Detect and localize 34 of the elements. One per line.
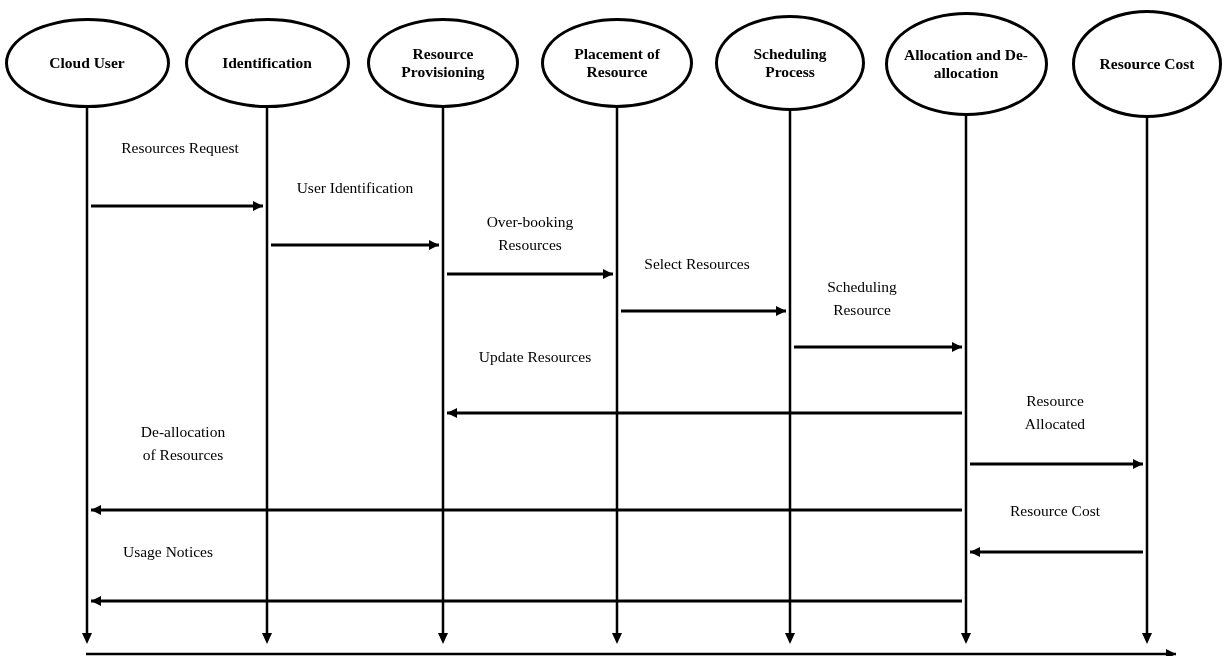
lifeline-arrow <box>82 108 92 644</box>
message-arrow <box>91 505 962 515</box>
edge-label: De-allocation of Resources <box>139 422 227 466</box>
edge-label: Over-booking Resources <box>485 212 575 256</box>
actor-ellipse: Placement of Resource <box>541 18 693 108</box>
message-arrow <box>271 240 439 250</box>
edge-label: Resource Allocated <box>1023 391 1087 435</box>
actor-ellipse: Allocation and De-allocation <box>884 12 1048 116</box>
message-arrow <box>91 201 263 211</box>
lifeline-arrow <box>612 108 622 644</box>
actor-ellipse: Scheduling Process <box>715 15 865 111</box>
lifeline-arrow <box>438 108 448 644</box>
message-arrow <box>621 306 786 316</box>
lifeline-arrow <box>785 111 795 644</box>
message-arrow <box>970 547 1143 557</box>
actor-ellipse: Resource Cost <box>1072 10 1222 118</box>
actor-ellipse: Resource Provisioning <box>367 18 519 108</box>
edge-label: User Identification <box>295 178 415 198</box>
message-arrow <box>970 459 1143 469</box>
actor-ellipse: Cloud User <box>4 18 170 108</box>
edge-label: Resource Cost <box>1009 501 1101 521</box>
edge-label: Update Resources <box>477 347 593 367</box>
edge-label: Usage Notices <box>122 542 214 562</box>
message-arrow <box>447 269 613 279</box>
message-arrow <box>794 342 962 352</box>
message-arrow <box>91 596 962 606</box>
lifeline-arrow <box>262 108 272 644</box>
edge-label: Select Resources <box>643 254 751 274</box>
actor-ellipse: Identification <box>184 18 350 108</box>
lifeline-arrow <box>1142 118 1152 644</box>
edge-label: Resources Request <box>120 138 240 158</box>
lifeline-arrow <box>961 116 971 644</box>
message-arrow <box>447 408 962 418</box>
edge-label: Scheduling Resource <box>826 277 898 321</box>
